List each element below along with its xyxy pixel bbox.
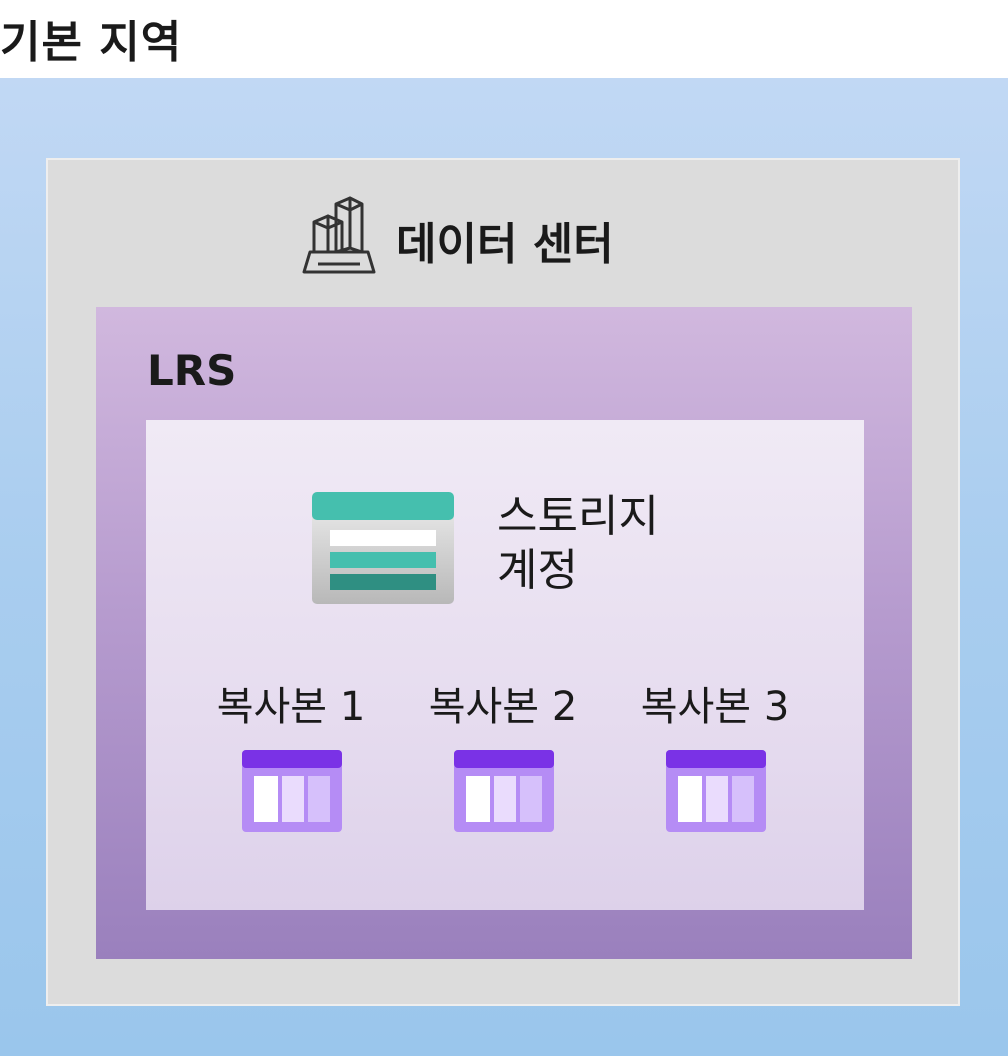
replica-3-label: 복사본 3 [640,684,790,730]
storage-account-label: 스토리지 계정 [497,490,659,598]
replica-2-label: 복사본 2 [428,684,578,730]
lrs-label: LRS [147,346,237,395]
datacenter-header: 데이터 센터 [0,192,1008,282]
storage-account-icon [312,492,454,604]
storage-account-label-line1: 스토리지 [497,491,659,542]
replica-1-label: 복사본 1 [216,684,366,730]
replica-2-table-icon [454,750,554,832]
datacenter-label: 데이터 센터 [396,219,614,270]
datacenter-building-icon [302,196,376,274]
replica-3-table-icon [666,750,766,832]
region-title: 기본 지역 [0,17,183,68]
replica-1-table-icon [242,750,342,832]
storage-account-label-line2: 계정 [497,545,578,596]
